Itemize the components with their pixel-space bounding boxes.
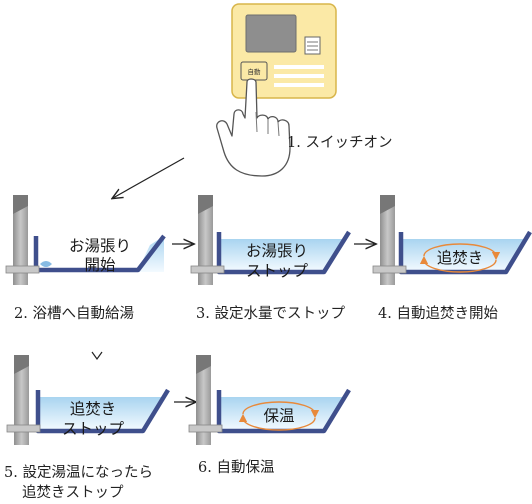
tub5-text-line2: ストップ [62,420,125,438]
tub3-text-line1: お湯張り [246,242,308,260]
circulation-arrows-icon [238,401,320,431]
bathtub-step2: お湯張り 開始 [5,195,166,285]
bathtub-step4: 追焚き [372,195,532,285]
wall-pipe [196,355,211,445]
step6-label: 6. 自動保温 [198,459,274,476]
step4-label: 4. 自動追焚き開始 [378,305,498,322]
bathtub-step3: お湯張り ストップ [190,195,351,285]
auto-button-label: 自動 [248,67,262,76]
circulation-arrows-icon [419,243,501,273]
auto-button[interactable]: 自動 [240,61,268,81]
tub2-text-line2: 開始 [84,256,116,274]
step5-label-line2: 追焚きストップ [22,484,124,501]
panel-display-screen [245,14,297,53]
arrow-1-to-2 [113,157,185,198]
tub5-text-line1: 追焚き [70,400,117,418]
tub4-badge: 追焚き [437,249,484,267]
wall-pipe [13,195,28,285]
bathtub-step6: 保温 [188,355,351,445]
water-inflow-splash [40,261,52,267]
chevron-down-icon [91,351,103,361]
panel-info-lines [274,65,324,87]
step5-label-line1: 5. 設定湯温になったら [4,464,153,481]
tub2-text-line1: お湯張り [69,237,131,255]
control-panel: 自動 [231,3,337,99]
panel-small-keypad [304,36,321,55]
tub3-text-line2: ストップ [246,262,309,280]
step1-label: 1. スイッチオン [287,135,392,151]
tub6-badge: 保温 [263,407,294,425]
bathtub-step5: 追焚き ストップ [6,355,170,445]
wall-pipe [14,355,29,445]
wall-pipe [198,195,213,285]
pointing-hand-icon [216,78,291,177]
step2-label: 2. 浴槽へ自動給湯 [14,305,134,322]
step3-label: 3. 設定水量でストップ [196,305,345,322]
wall-pipe [380,195,395,285]
